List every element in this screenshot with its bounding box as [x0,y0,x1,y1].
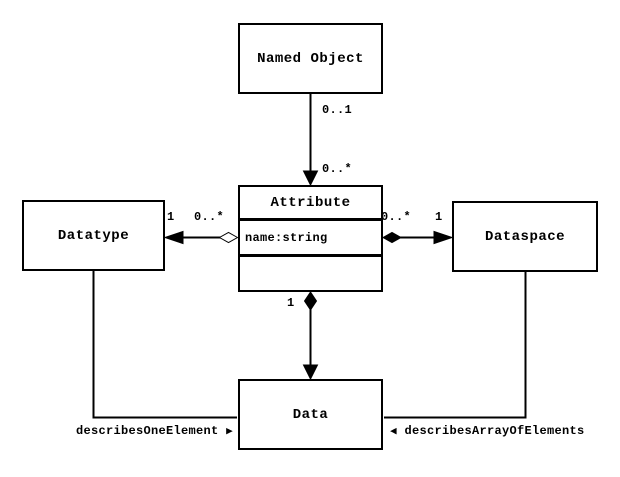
edge-datatype-data [92,271,237,419]
arrowhead-icon [163,230,184,245]
direction-arrow-right-icon: ▶ [226,426,233,438]
edge-attribute-data [302,291,319,381]
association-label-text: describesOneElement [76,424,219,438]
arrowhead-icon [302,364,319,381]
class-attribute-row: name:string [240,218,381,254]
class-named-object[interactable]: Named Object [238,23,383,94]
class-datatype[interactable]: Datatype [22,200,165,271]
multiplicity-attribute-end-top: 0..* [322,162,353,176]
class-title: Data [292,406,329,423]
class-dataspace[interactable]: Dataspace [452,201,598,272]
association-label-describes-one-element: describesOneElement ▶ [76,425,233,439]
association-label-text: describesArrayOfElements [404,424,585,438]
edge-attribute-datatype [163,230,239,245]
multiplicity-datatype-end: 1 [167,210,175,224]
class-data[interactable]: Data [238,379,383,450]
direction-arrow-left-icon: ◀ [390,426,397,438]
class-title: Named Object [257,50,364,67]
multiplicity-attribute-end-left: 0..* [194,210,225,224]
class-title: Dataspace [484,228,566,245]
edge-namedobject-attribute [302,94,319,187]
edge-attribute-dataspace [381,230,454,245]
multiplicity-attribute-end-bottom: 1 [287,296,295,310]
edge-dataspace-data [384,272,527,419]
multiplicity-namedobject-end: 0..1 [322,103,353,117]
open-diamond-icon [218,231,239,244]
class-attribute[interactable]: Attribute name:string [238,185,383,292]
multiplicity-attribute-end-right: 0..* [381,210,412,224]
class-title: Attribute [270,194,351,211]
filled-diamond-icon [381,231,403,244]
filled-diamond-icon [303,291,318,311]
multiplicity-dataspace-end: 1 [435,210,443,224]
arrowhead-icon [302,170,319,187]
class-operations-compartment [240,254,381,290]
class-title: Datatype [57,227,130,244]
arrowhead-icon [433,230,454,245]
association-label-describes-array-of-elements: ◀ describesArrayOfElements [390,425,584,439]
